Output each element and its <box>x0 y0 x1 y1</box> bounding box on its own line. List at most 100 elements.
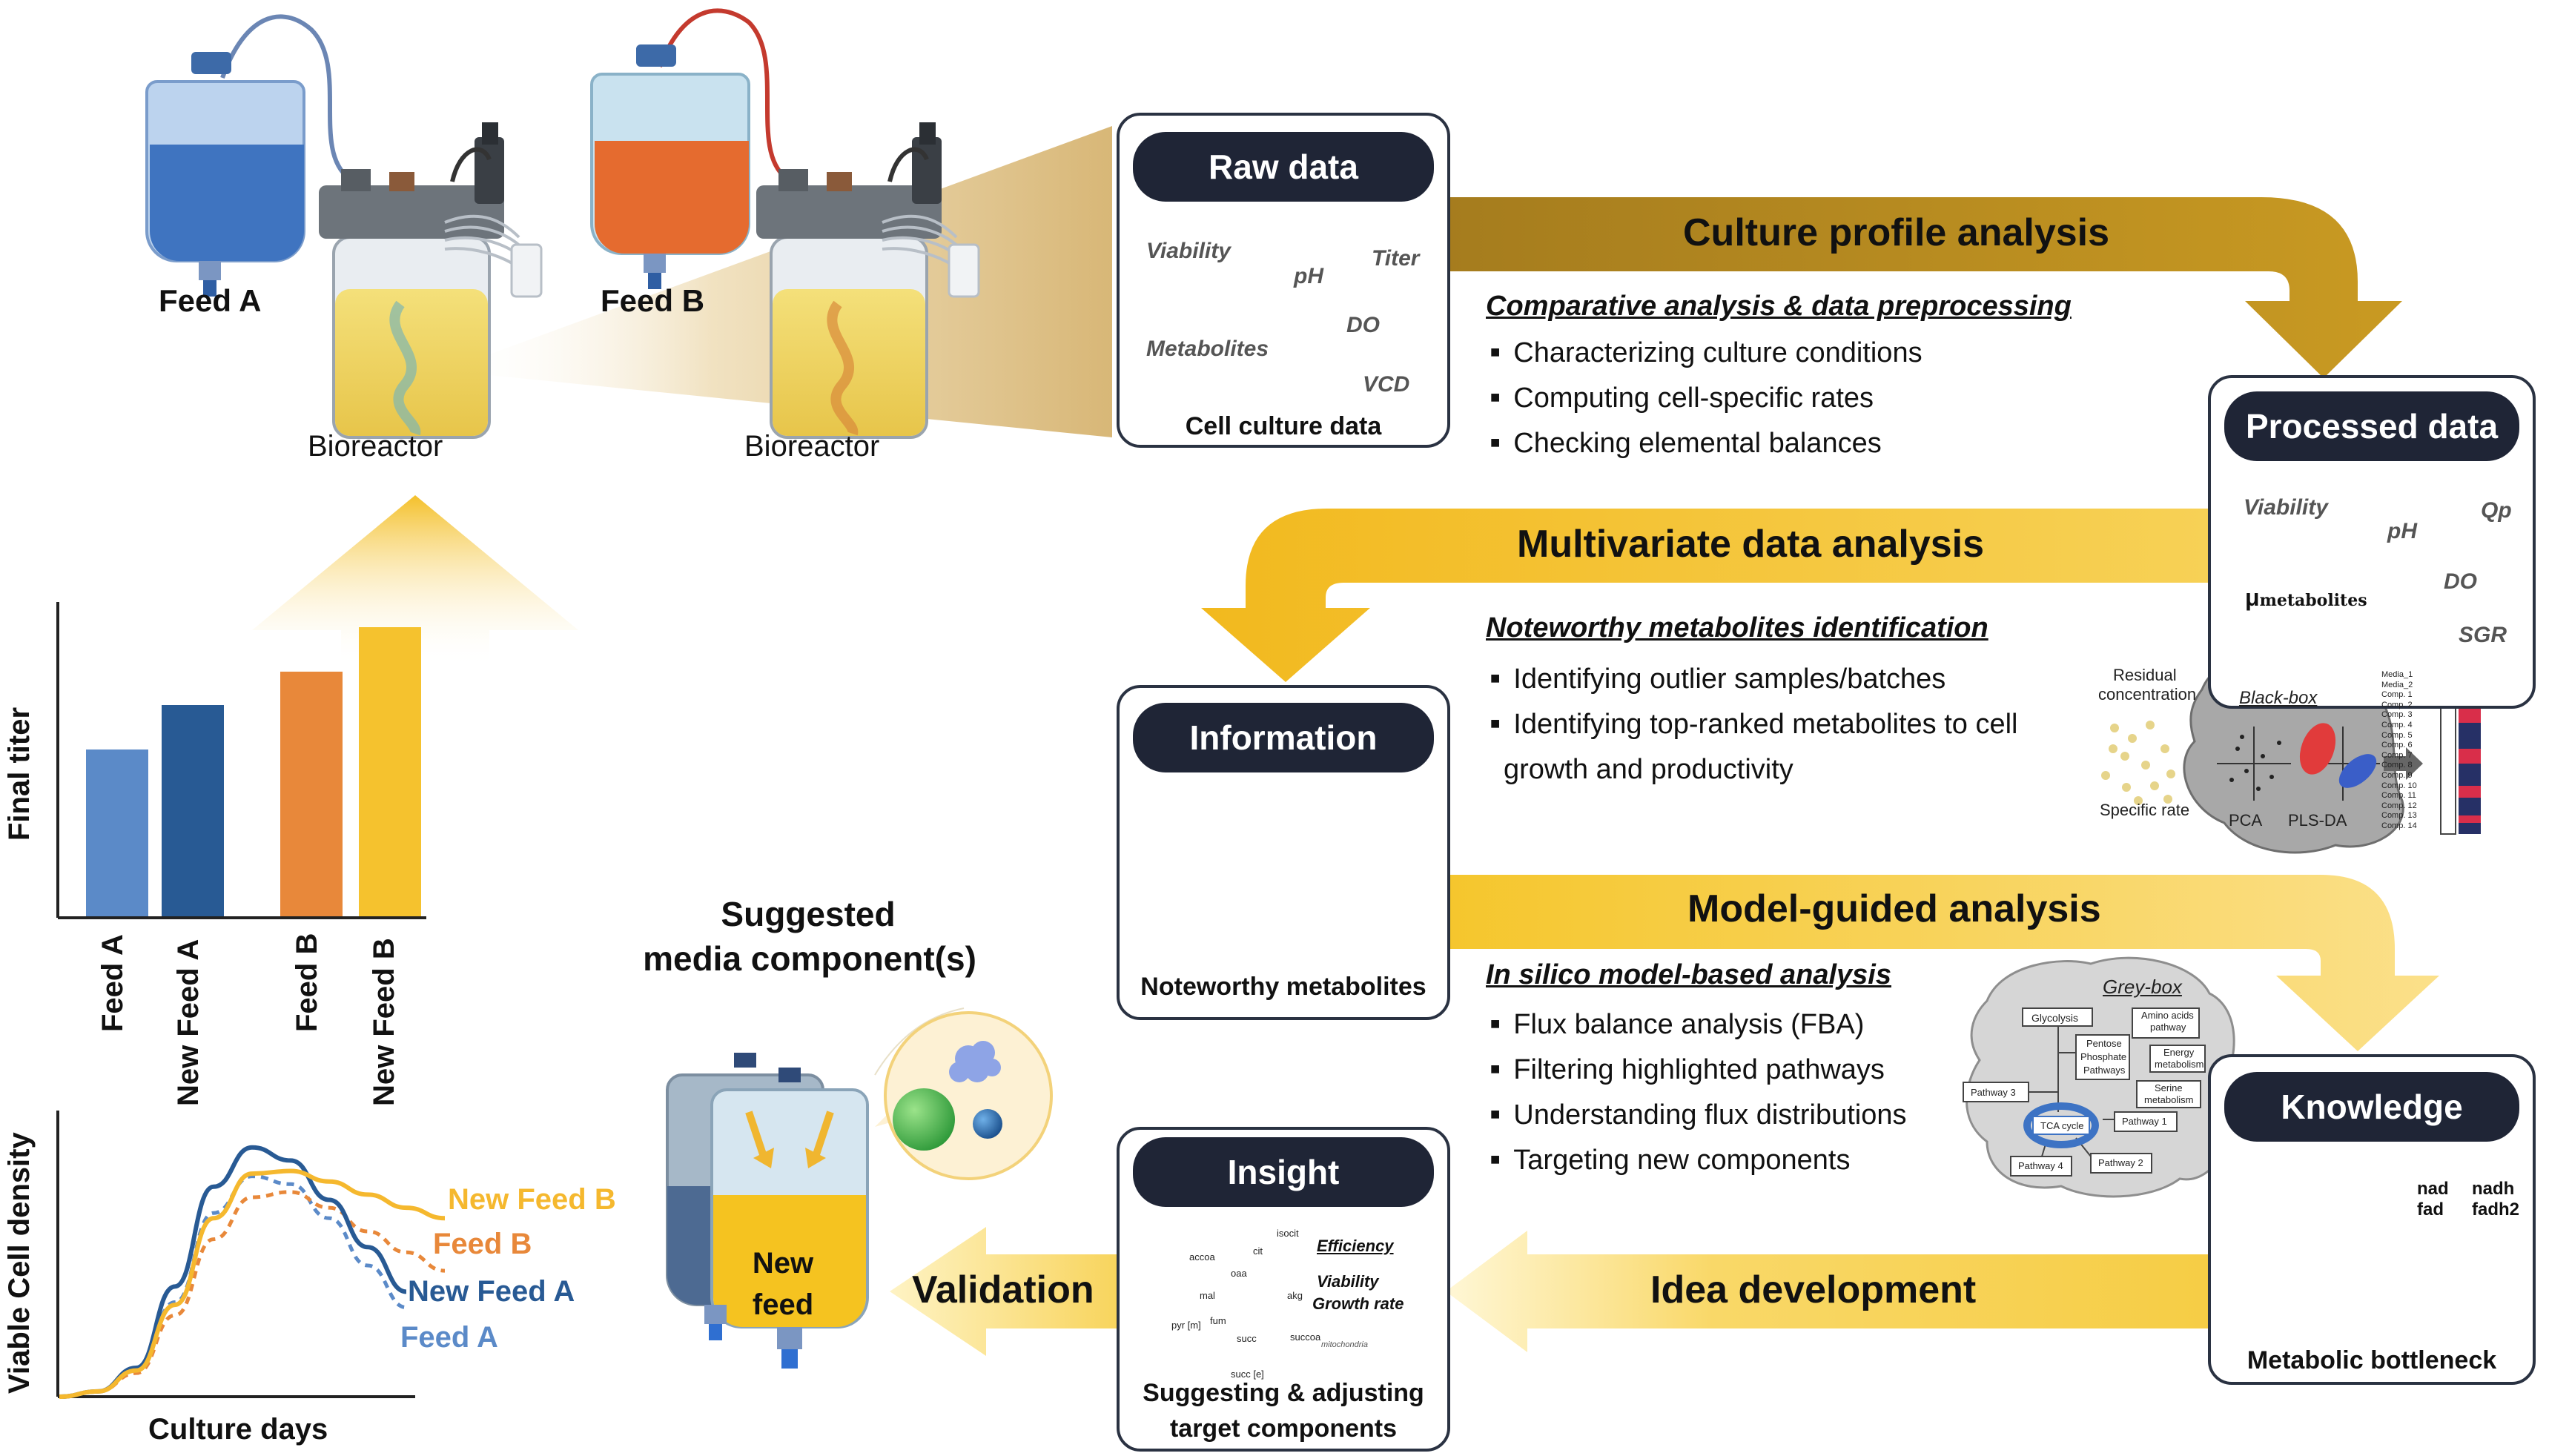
growth-line-new-feed-a <box>59 1145 407 1399</box>
insight-efficiency: Efficiency <box>1317 1237 1394 1255</box>
bb-row-label: Comp. 13 <box>2381 811 2417 821</box>
suggested-line1: Suggested <box>721 895 896 933</box>
titer-bar-1 <box>86 749 148 916</box>
titer-cat-3: Feed B <box>291 933 323 1032</box>
gb-pathway-1: Pathway 1 <box>2122 1116 2167 1127</box>
insight-growth-rate: Growth rate <box>1312 1294 1404 1313</box>
growth-ylabel: Viable Cell density <box>3 1132 36 1394</box>
knowledge-caption: Metabolic bottleneck <box>2247 1346 2497 1374</box>
titer-chart-axes <box>56 602 426 919</box>
culture-profile-subhead: Comparative analysis & data preprocessin… <box>1486 291 2072 322</box>
titer-cat-2: New Feed A <box>172 939 205 1106</box>
multivariate-subhead: Noteworthy metabolites identification <box>1486 612 1988 643</box>
growth-line-new-feed-b <box>59 1168 446 1399</box>
cofactor-fad: fad <box>2417 1199 2444 1220</box>
suggested-line2: media component(s) <box>643 939 976 978</box>
growth-line-feed-a <box>59 1174 407 1399</box>
titer-bars <box>86 627 421 916</box>
raw-label-viability: Viability <box>1146 239 1231 263</box>
culture-bullet-2: Computing cell-specific rates <box>1490 377 1923 423</box>
validation-arrow <box>890 1227 1120 1356</box>
model-guided-title: Model-guided analysis <box>1687 887 2101 930</box>
bb-title: Black-box <box>2239 688 2318 708</box>
gb-energy-2: metabolism <box>2155 1059 2204 1070</box>
multivariate-bullet-2: Identifying top-ranked metabolites to ce… <box>1490 704 2017 749</box>
insight-node-mal: mal <box>1200 1290 1215 1301</box>
multivariate-bullets: Identifying outlier samples/batches Iden… <box>1490 658 2017 790</box>
information-title: Information <box>1133 703 1434 772</box>
insight-node-accoa: accoa <box>1189 1251 1215 1263</box>
up-arrow <box>252 495 578 667</box>
gb-glycolysis: Glycolysis <box>2031 1012 2079 1024</box>
feed-a-label: Feed A <box>159 283 262 318</box>
insight-caption-1: Suggesting & adjusting <box>1143 1379 1424 1407</box>
media-component-bubble <box>875 1011 1053 1180</box>
bb-row-label: Comp. 6 <box>2381 741 2413 750</box>
bb-residual-1: Residual <box>2113 666 2177 684</box>
raw-label-titer: Titer <box>1372 246 1420 271</box>
bb-row-label: Comp. 14 <box>2381 821 2417 830</box>
titer-bar-3 <box>280 672 343 916</box>
bb-row-label: Comp. 7 <box>2381 750 2413 760</box>
insight-node-cit: cit <box>1253 1245 1263 1257</box>
growth-chart-axes <box>56 1111 415 1398</box>
insight-node-oaa: oaa <box>1231 1268 1247 1279</box>
model-bullet-4: Targeting new components <box>1490 1139 1906 1185</box>
multivariate-bullet-1: Identifying outlier samples/batches <box>1490 658 2017 704</box>
new-feed-bags <box>666 1007 965 1369</box>
bb-row-label: Comp. 12 <box>2381 801 2417 810</box>
grey-box-panel <box>1963 956 2235 1198</box>
gb-ppp-1: Pentose <box>2086 1038 2122 1049</box>
multivariate-arrow <box>1201 509 2209 682</box>
new-feed-label-1: New <box>752 1247 814 1280</box>
knowledge-title: Knowledge <box>2224 1072 2519 1142</box>
information-caption: Noteworthy metabolites <box>1140 973 1426 1001</box>
gb-ppp-3: Pathways <box>2083 1065 2126 1076</box>
gb-pathway-2: Pathway 2 <box>2098 1157 2143 1168</box>
idea-development-title: Idea development <box>1650 1268 1977 1311</box>
culture-profile-bullets: Characterizing culture conditions Comput… <box>1490 332 1923 468</box>
bb-specific-rate: Specific rate <box>2100 801 2190 819</box>
gb-ppp-2: Phosphate <box>2080 1051 2127 1062</box>
model-guided-arrow <box>1438 875 2439 1051</box>
gb-energy-1: Energy <box>2163 1047 2195 1058</box>
bb-row-label: Comp. 3 <box>2381 710 2413 720</box>
cofactor-nadh: nadh <box>2472 1179 2515 1199</box>
insight-node-succoa: succoa <box>1290 1331 1321 1343</box>
multivariate-bullet-2-cont: growth and productivity <box>1504 754 1793 785</box>
raw-label-vcd: VCD <box>1363 372 1410 397</box>
insight-node-isocit: isocit <box>1277 1228 1299 1239</box>
model-guided-bullets: Flux balance analysis (FBA) Filtering hi… <box>1490 1004 1906 1185</box>
gb-tca: TCA cycle <box>2040 1120 2084 1131</box>
processed-label-ph: pH <box>2387 519 2417 543</box>
raw-data-title: Raw data <box>1133 132 1434 202</box>
model-guided-subhead: In silico model-based analysis <box>1486 959 1891 990</box>
titer-bar-4 <box>359 627 421 916</box>
raw-data-caption: Cell culture data <box>1185 412 1382 440</box>
insight-node-fum: fum <box>1210 1315 1226 1326</box>
insight-viability: Viability <box>1317 1272 1379 1291</box>
processed-label-sgr: SGR <box>2459 623 2507 647</box>
bb-row-label: Comp. 2 <box>2381 700 2413 709</box>
new-feed-label-2: feed <box>752 1288 814 1321</box>
bb-row-label: Comp. 11 <box>2381 791 2416 801</box>
bb-row-label: Comp. 4 <box>2381 720 2413 729</box>
series-label-feed-a: Feed A <box>400 1321 498 1354</box>
titer-bar-2 <box>162 705 224 916</box>
processed-data-title: Processed data <box>2224 391 2519 461</box>
multivariate-title: Multivariate data analysis <box>1517 523 1985 566</box>
feed-b-label: Feed B <box>601 283 705 318</box>
culture-bullet-3: Checking elemental balances <box>1490 423 1923 468</box>
cofactor-fadh2: fadh2 <box>2472 1199 2520 1220</box>
validation-title: Validation <box>912 1268 1094 1311</box>
feed-a-bag <box>145 14 350 297</box>
processed-label-viability: Viability <box>2244 495 2328 520</box>
insight-title: Insight <box>1133 1137 1434 1207</box>
bioreactor-a <box>319 122 543 439</box>
growth-xlabel: Culture days <box>148 1413 328 1446</box>
raw-label-metabolites: Metabolites <box>1146 337 1269 361</box>
bb-plsda: PLS-DA <box>2288 811 2347 830</box>
series-label-feed-b: Feed B <box>433 1228 532 1260</box>
